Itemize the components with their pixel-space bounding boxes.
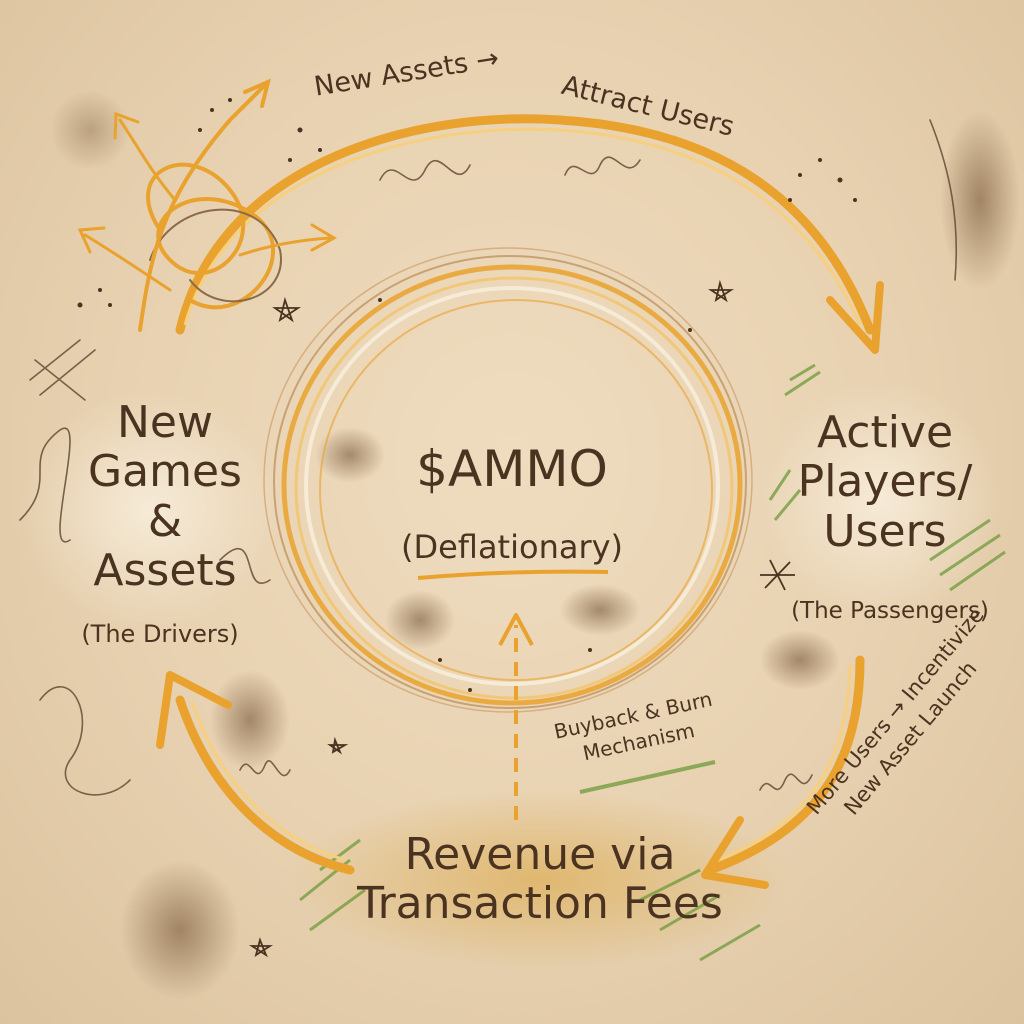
swirl-scribbles-top-left bbox=[77, 78, 338, 332]
node-label-line: & bbox=[147, 495, 183, 547]
node-note-drivers: (The Drivers) bbox=[81, 620, 239, 648]
node-label-line: Active bbox=[816, 407, 954, 458]
node-label-line: Transaction Fees bbox=[357, 878, 723, 930]
doodle-dots bbox=[77, 98, 857, 692]
node-note-passengers: (The Passengers) bbox=[791, 598, 989, 624]
node-label-line: New bbox=[117, 397, 213, 448]
center-token-subtitle: (Deflationary) bbox=[400, 528, 624, 566]
top-arc-arrow bbox=[175, 114, 884, 354]
node-label-line: Revenue via bbox=[404, 829, 676, 880]
left-arc-arrow bbox=[156, 671, 355, 875]
chalk-highlights bbox=[20, 380, 1000, 970]
subtitle-underline bbox=[417, 569, 609, 580]
node-label-line: Users bbox=[823, 505, 947, 557]
paper-smudges bbox=[50, 90, 1020, 1000]
right-arc-arrow bbox=[701, 655, 865, 889]
doodle-stars bbox=[248, 279, 795, 958]
center-token-title: $AMMO bbox=[416, 440, 608, 498]
green-hatches bbox=[299, 363, 1006, 962]
node-label-line: Players/ bbox=[797, 456, 973, 508]
node-active-players-users: Active Players/ Users bbox=[770, 408, 1000, 556]
node-label-line: Games bbox=[88, 446, 242, 498]
ink-scribbles bbox=[19, 119, 958, 796]
node-label-line: Assets bbox=[93, 544, 237, 596]
burn-dashed-arrow bbox=[498, 613, 534, 820]
node-revenue-transaction-fees: Revenue via Transaction Fees bbox=[320, 830, 760, 929]
node-new-games-assets: New Games & Assets bbox=[30, 398, 300, 595]
